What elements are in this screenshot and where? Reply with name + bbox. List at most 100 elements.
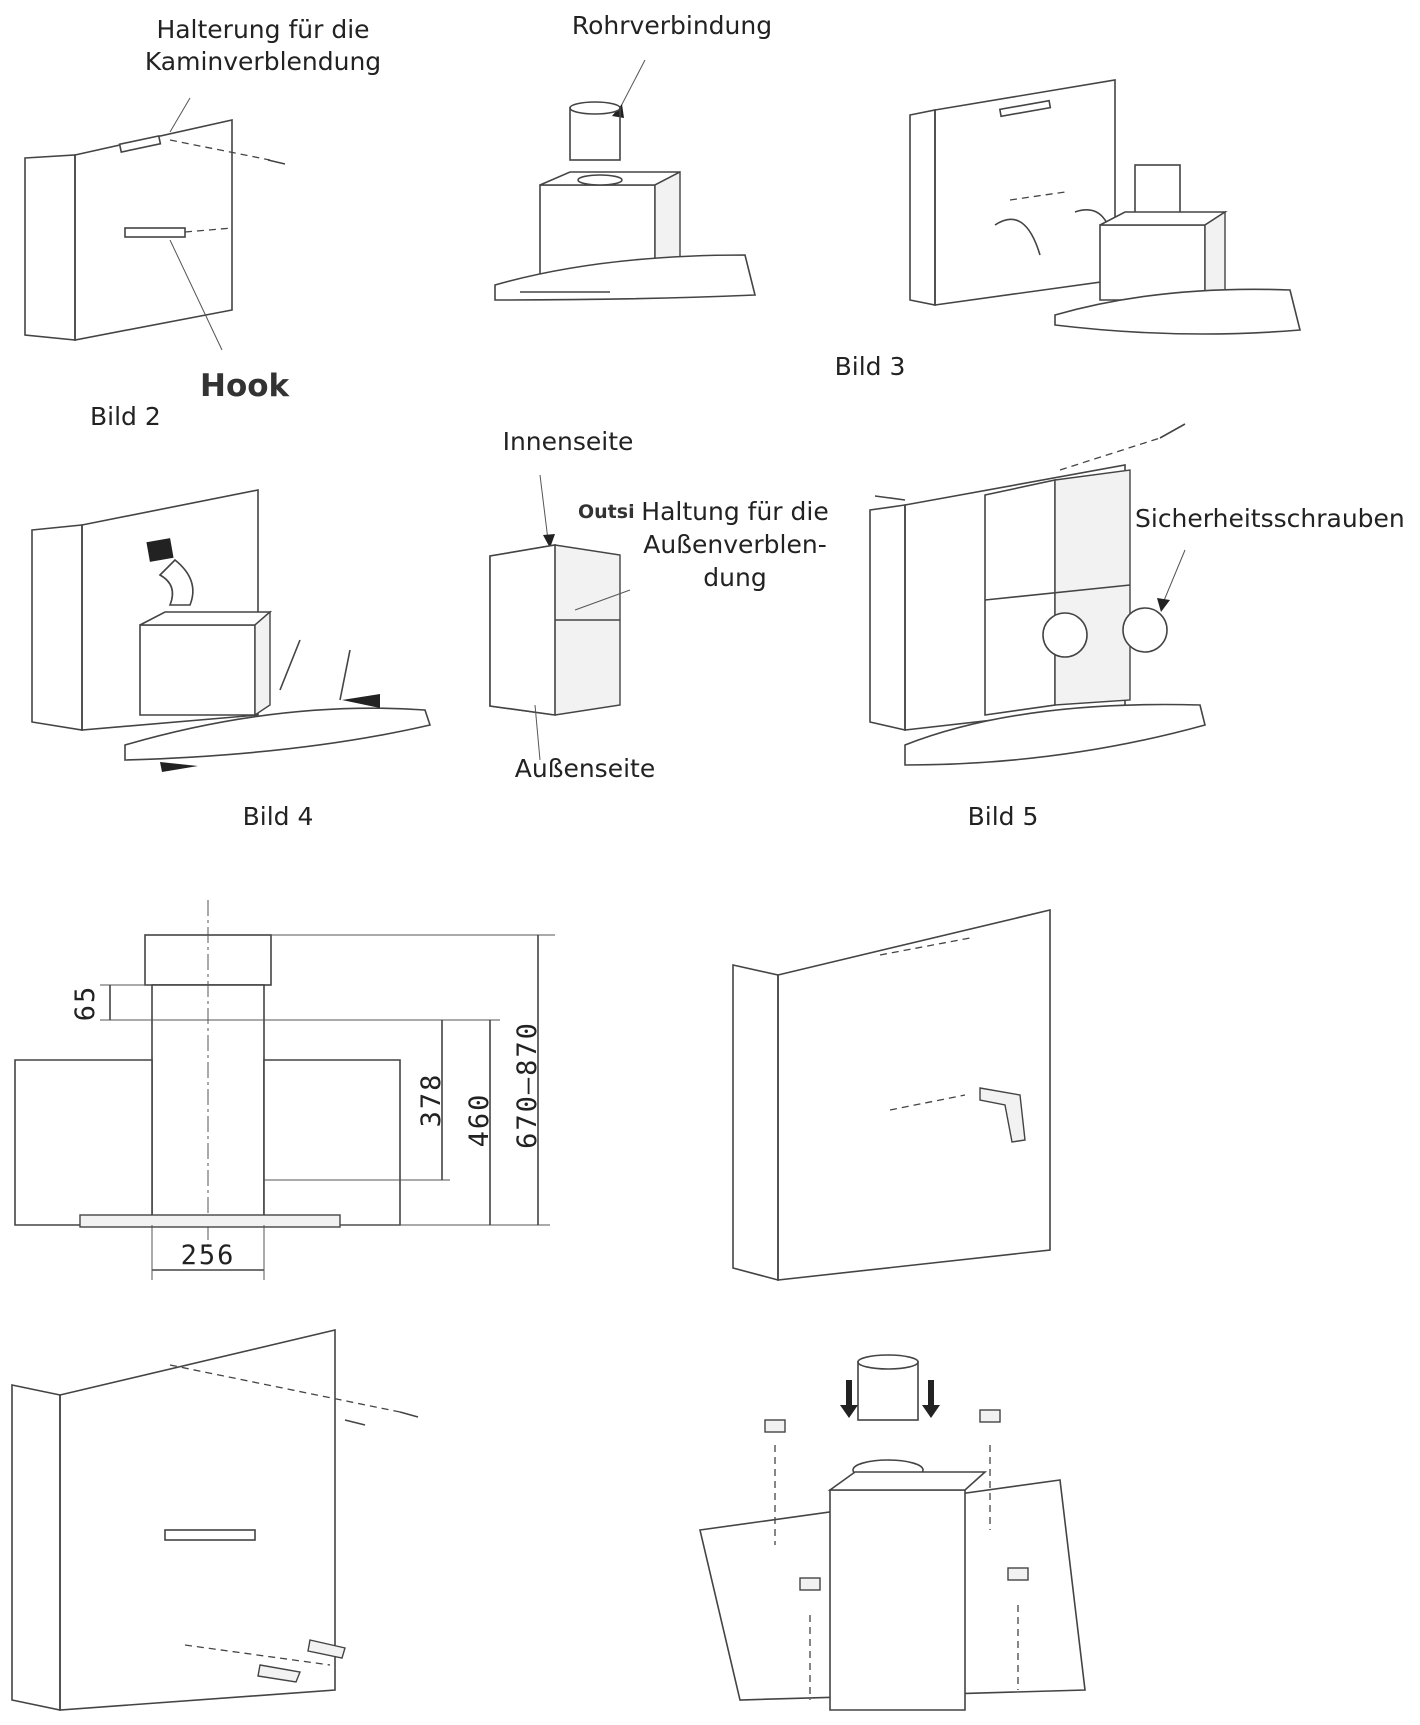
wall-bracket [164,1529,256,1541]
hook-guide [184,227,233,233]
bolt-1 [764,1419,786,1433]
hood-chimney-front [1099,224,1206,301]
bracket [118,134,162,154]
glass-canopy [124,707,432,761]
label-sicherheitsschrauben: Sicherheitsschrauben [1135,504,1405,533]
label-halterung: Halterung für die [156,15,369,44]
arrow-down-right [922,1380,940,1418]
screw-detail-right [1122,607,1168,653]
brick-wall [59,1328,336,1711]
arrow-left [160,762,198,772]
screw-guide [1059,437,1161,471]
brick-wall-side [24,154,76,341]
hood-chimney-front [139,624,256,716]
label-kaminverblendung: Kaminverblendung [145,47,381,76]
screw-guide [169,139,271,161]
panel-screws [11,1328,419,1711]
hood-chimney-top [139,611,273,626]
glass-right [263,1059,401,1226]
label-rohrverbindung: Rohrverbindung [572,11,772,40]
label-innenseite: Innenseite [503,427,634,456]
dim-65: 65 [70,985,101,1022]
bracket [998,99,1052,118]
hood-canopy [494,254,757,301]
screw-top-2 [344,1419,366,1426]
leader-innenseite [539,474,549,541]
hood-canopy [1054,288,1302,335]
chimney-front [984,479,1056,716]
arrow-mount-left [994,218,1041,256]
bolt-3 [799,1577,821,1591]
hood-chimney-top [827,1471,988,1491]
leader-hook [169,239,223,351]
leader-sicherheit [1162,549,1186,604]
screw-guide-bottom [184,1644,331,1666]
label-bild4: Bild 4 [243,802,314,831]
brick-wall-side [732,964,779,1282]
label-bild3: Bild 3 [835,352,906,381]
hood-chimney-front [829,1489,966,1711]
drill-icon [979,1087,1026,1143]
wall-plug-2 [307,1639,346,1659]
leader-aussenseite [534,704,541,761]
hood-outlet [577,174,623,186]
hood-canopy [904,703,1206,766]
label-outsi: Outsi [578,501,635,523]
hood-bottom [79,1214,341,1228]
panel-drilling [732,908,1051,1282]
wall-plug-1 [257,1664,301,1683]
chimney-seam [984,584,1131,601]
glass-left [14,1059,153,1226]
brick-wall-side [31,524,83,731]
label-haltung-2: Außenverblen- [643,530,826,559]
leader-halterung [169,97,191,133]
label-hook: Hook [200,368,291,404]
bolt-2 [979,1409,1001,1423]
pipe-connector [1134,164,1181,216]
dim-460: 460 [464,1093,495,1148]
hook-guide [1009,191,1066,201]
panel-bild5: Sicherheitsschrauben Bild 5 [869,423,1405,831]
hood-chimney-top [1099,211,1228,226]
pipe-top [569,101,621,115]
flex-pipe [158,558,194,606]
panel-bild4: Bild 4 [31,489,432,831]
brick-wall [934,79,1116,306]
arrow-right [342,694,380,708]
flex-pipe [857,1361,919,1421]
hood-chimney-side [254,610,271,717]
leader-rohr [617,59,646,113]
pipe-top [857,1354,919,1370]
arrow-down-left [840,1380,858,1418]
label-aussenseite: Außenseite [515,754,655,783]
screw-2 [339,649,351,701]
dim-378: 378 [416,1073,447,1128]
screw-top-right [1159,423,1186,439]
label-haltung-1: Haltung für die [641,497,828,526]
label-bild5: Bild 5 [968,802,1039,831]
panel-assembly [699,1354,1086,1711]
chimney-side [1054,469,1131,706]
dim-670-870: 670–870 [512,1021,543,1149]
panel-dimensions: 65 378 460 670–870 256 [14,900,555,1280]
dim-256: 256 [181,1240,236,1271]
hood-chimney-side [1204,210,1226,302]
arrow-up [146,538,174,562]
leader-haltung [574,589,631,611]
drill-guide-middle [889,1094,966,1111]
panel-bild3: Bild 3 [835,79,1302,381]
brick-wall-side [909,109,936,306]
hook-bracket [124,227,186,238]
bolt-4 [1007,1567,1029,1581]
screw-top-left [874,495,906,501]
label-haltung-3: dung [703,563,766,592]
screw [267,159,286,165]
screw-1 [279,639,301,691]
panel-bild2: Halterung für die Kaminverblendung Hook … [24,15,381,431]
arrow-sicherheit [1157,598,1170,612]
brick-wall-side [11,1384,61,1711]
panel-rohrverbindung: Rohrverbindung [494,11,772,301]
drill-guide-top [879,937,971,956]
brick-wall-side [869,504,906,732]
